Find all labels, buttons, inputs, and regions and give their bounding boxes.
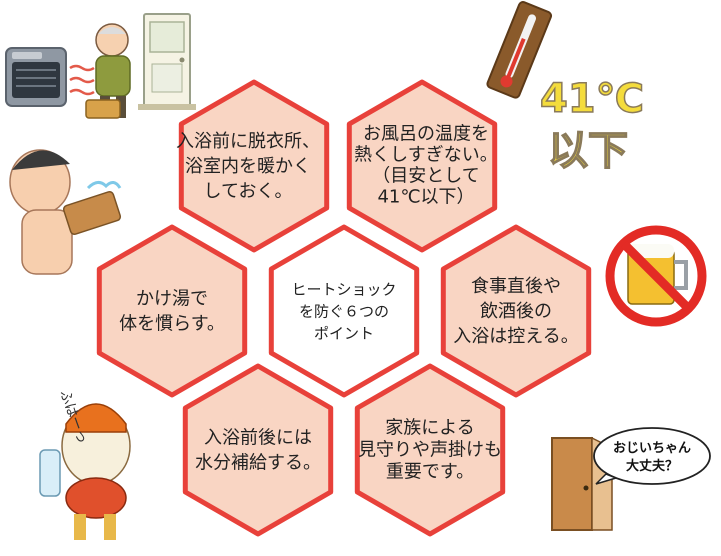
hex-warm-room-line-1: 入浴前に脱衣所、	[176, 131, 320, 152]
hex-kakeyu-line-2: 体を慣らす。	[119, 313, 225, 334]
hex-hydrate-line-1: 入浴前後には	[204, 427, 312, 448]
hex-family-line-1: 家族による	[385, 417, 474, 438]
temperature-text-line-2: 以下	[548, 128, 628, 174]
hex-center-line-1: ヒートショック	[291, 280, 396, 298]
hex-shape-after-meal	[440, 224, 592, 398]
grandpa-icon	[85, 23, 131, 119]
hex-shape-center	[268, 224, 420, 398]
hex-warm-room-line-3: しておく。	[204, 181, 293, 202]
heater-icon	[5, 47, 95, 107]
hex-after-meal-line-1: 食事直後や	[471, 276, 561, 297]
speech-bubble-line-2: 大丈夫？	[626, 458, 678, 474]
mascot-drinking-icon	[39, 403, 131, 540]
hex-warm-room-line-2: 浴室内を暖かく	[185, 156, 311, 177]
hex-after-meal-line-2: 飲酒後の	[480, 301, 552, 322]
hex-shape-hydrate	[182, 363, 334, 537]
no-beer-icon	[605, 225, 707, 327]
hex-family-line-3: 重要です。	[386, 461, 474, 482]
speech-bubble: おじいちゃん 大丈夫？	[593, 427, 711, 485]
door-icon	[138, 13, 196, 110]
hex-water-temp-line-2: 熱くしすぎない。	[354, 144, 498, 165]
thermometer-icon	[486, 1, 553, 99]
hex-kakeyu-line-1: かけ湯で	[136, 288, 208, 309]
hex-shape-family	[354, 363, 506, 537]
hex-center-line-2: を防ぐ６つの	[299, 302, 389, 320]
hex-after-meal-line-3: 入浴は控える。	[453, 326, 578, 347]
bathing-man-icon	[9, 149, 122, 275]
hex-water-temp-line-1: お風呂の温度を	[363, 123, 489, 144]
temperature-text-line-1: 41℃	[540, 76, 644, 122]
hex-water-temp-line-4: 41℃以下）	[377, 186, 474, 207]
hex-water-temp-line-3: （目安として	[372, 165, 479, 186]
hex-shape-kakeyu	[96, 224, 248, 398]
hex-shape-water-temp	[346, 79, 498, 253]
speech-bubble-line-1: おじいちゃん	[613, 441, 691, 456]
hex-hydrate-line-2: 水分補給する。	[195, 452, 321, 473]
hex-shape-warm-room	[178, 79, 330, 253]
hex-layer: 入浴前に脱衣所、浴室内を暖かくしておく。お風呂の温度を熱くしすぎない。（目安とし…	[96, 79, 592, 537]
hex-center-line-3: ポイント	[314, 324, 374, 342]
hex-family-line-2: 見守りや声掛けも	[358, 439, 502, 460]
